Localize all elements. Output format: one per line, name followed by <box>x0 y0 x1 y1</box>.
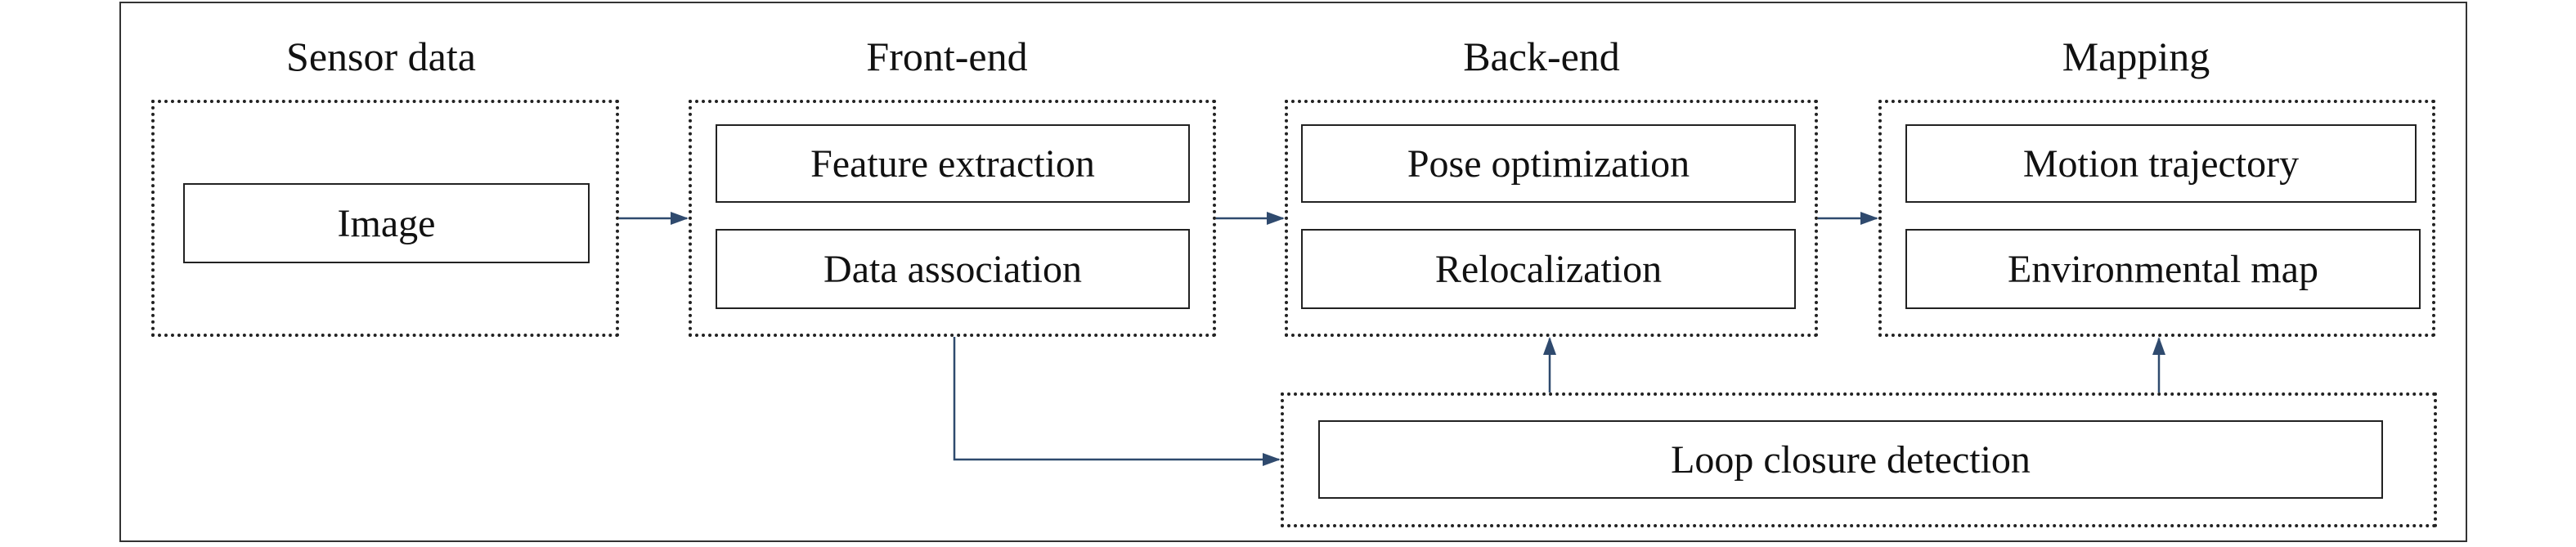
sensor-data-group <box>151 100 619 337</box>
pose-optimization-box: Pose optimization <box>1301 124 1796 203</box>
image-box: Image <box>183 183 590 263</box>
mapping-group <box>1878 100 2435 337</box>
loop-closure-detection-box: Loop closure detection <box>1318 420 2383 499</box>
back-end-title: Back-end <box>1463 34 1620 79</box>
data-association-box: Data association <box>716 229 1190 309</box>
loop-closure-group <box>1281 392 2437 527</box>
mapping-title: Mapping <box>2062 34 2210 79</box>
back-end-group <box>1285 100 1818 337</box>
relocalization-box: Relocalization <box>1301 229 1796 309</box>
front-end-group <box>689 100 1216 337</box>
motion-trajectory-box: Motion trajectory <box>1905 124 2417 203</box>
arrow-frontend-to-loop <box>953 337 1281 466</box>
feature-extraction-box: Feature extraction <box>716 124 1190 203</box>
front-end-title: Front-end <box>866 34 1028 79</box>
diagram-frame <box>119 2 2467 542</box>
environmental-map-box: Environmental map <box>1905 229 2421 309</box>
sensor-data-title: Sensor data <box>286 34 476 79</box>
